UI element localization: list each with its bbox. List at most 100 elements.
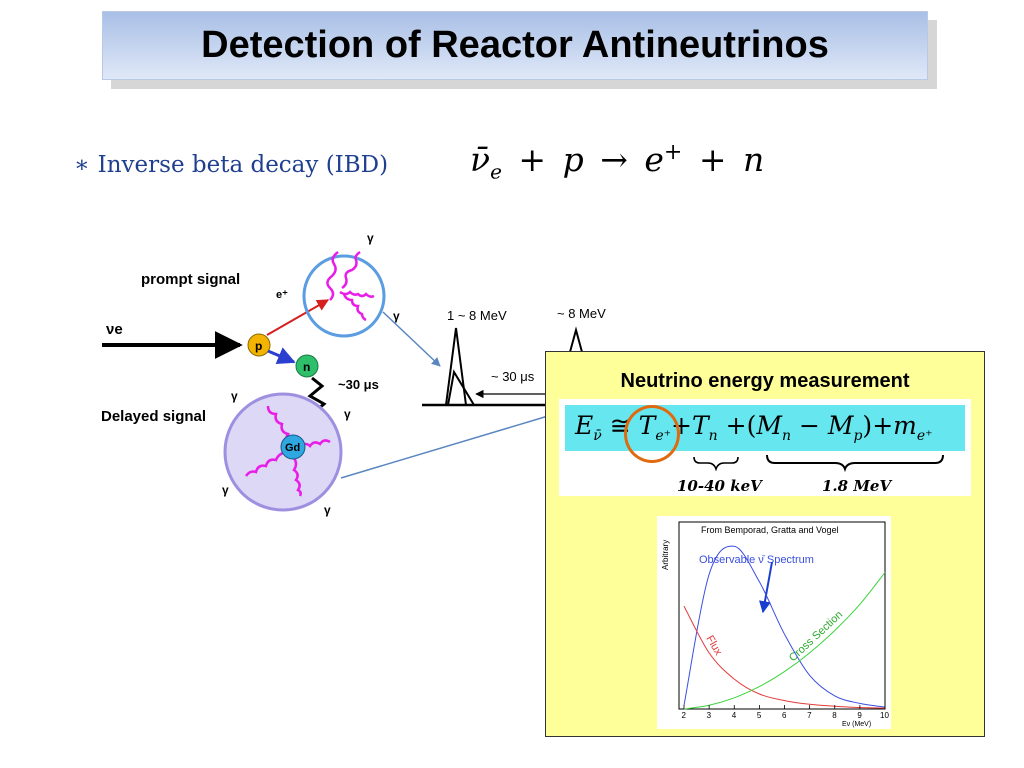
x-tick-label: 4 [732, 711, 737, 720]
prompt-pulse-inner [447, 369, 475, 406]
proton-circle [247, 333, 271, 357]
f-M2-sub: p [853, 428, 863, 444]
eq-plus-1: + [518, 140, 547, 179]
series-line-0 [683, 545, 886, 708]
x-tick-label: 7 [807, 711, 812, 720]
prompt-pulse [445, 327, 467, 406]
gamma-label-5: γ [222, 483, 229, 497]
series-label-flux: Flux [703, 634, 724, 658]
brace-neutron [693, 456, 739, 472]
x-tick-label: 8 [832, 711, 837, 720]
eq-n: n [742, 140, 765, 179]
series-line-1 [683, 605, 886, 709]
series-label-spectrum: Observable ν̄ Spectrum [699, 554, 814, 566]
eq-arrow: → [600, 140, 628, 179]
f-T2: T [691, 411, 709, 440]
delayed-gamma-ray-4 [299, 439, 331, 448]
prompt-gamma-ray-2 [341, 250, 361, 290]
neutron-circle [295, 354, 319, 378]
gamma-label-3: γ [231, 389, 238, 403]
brace-mass-label: 1.8 MeV [822, 477, 892, 495]
f-plus-2: + [725, 411, 747, 440]
spectrum-chart: From Bemporad, Gratta and Vogel Arbitrar… [661, 521, 889, 728]
delayed-gamma-ray-3 [292, 457, 302, 497]
neutron-path [305, 376, 333, 468]
panel-title: Neutrino energy measurement [620, 370, 910, 392]
f-E: E [575, 411, 594, 440]
positron-kinetic-highlight [624, 405, 680, 463]
series-label-cross-section: Cross Section [787, 609, 845, 664]
x-tick-label: 6 [782, 711, 787, 720]
x-tick-label: 5 [757, 711, 762, 720]
gamma-label-1: γ [367, 231, 374, 245]
f-m: m [893, 411, 917, 440]
delayed-connector-line [340, 415, 549, 479]
gamma-label-6: γ [324, 503, 331, 517]
neutron-label: n [303, 360, 310, 374]
gamma-label-4: γ [344, 407, 351, 421]
f-plus-3: + [872, 411, 894, 440]
energy-panel: Neutrino energy measurement Eν̄ ≅ Te⁺+Tn… [545, 351, 985, 737]
delayed-gamma-ray-2 [244, 450, 287, 477]
delayed-gamma-circle [223, 392, 343, 512]
f-M1: M [756, 411, 782, 440]
capture-time-label: ~30 μs [338, 377, 379, 392]
series-line-2 [683, 572, 886, 710]
delayed-gamma-ray-1 [266, 405, 291, 447]
positron-label: e⁺ [276, 289, 288, 301]
formula-braces [693, 454, 944, 473]
bullet-text: Inverse beta decay (IBD) [97, 152, 389, 178]
f-T2-sub: n [708, 428, 718, 444]
ibd-equation: ν̄e + p → e+ + n [470, 140, 764, 184]
gamma-label-2: γ [393, 309, 400, 323]
eq-e: e [644, 140, 664, 179]
delayed-energy-label: ~ 8 MeV [557, 306, 606, 321]
f-M2: M [827, 411, 854, 440]
f-M1-sub: n [781, 428, 791, 444]
interval-label: ~ 30 μs [491, 369, 535, 384]
prompt-energy-label: 1 ~ 8 MeV [447, 308, 507, 323]
prompt-gamma-ray-1 [326, 251, 339, 301]
chart-ylabel: Arbitrary [661, 540, 670, 570]
eq-p: p [562, 140, 584, 179]
eq-e-sup: + [663, 140, 683, 165]
slide-title: Detection of Reactor Antineutrinos [201, 24, 829, 66]
eq-nu-sub: e [490, 159, 502, 184]
x-tick-label: 9 [857, 711, 862, 720]
prompt-connector-line [382, 311, 441, 367]
positron-arrow [266, 299, 330, 336]
prompt-signal-label: prompt signal [141, 271, 240, 288]
prompt-gamma-ray-4 [342, 293, 367, 322]
proton-label: p [255, 339, 262, 353]
bullet-ibd: ∗ Inverse beta decay (IBD) [74, 152, 388, 178]
prompt-gamma-circle [302, 254, 386, 338]
chart-xlabel: Eν (MeV) [842, 721, 871, 728]
neutron-arrow [267, 347, 296, 364]
x-tick-label: 3 [707, 711, 712, 720]
brace-neutron-label: 10-40 keV [677, 477, 762, 495]
f-minus: − [798, 411, 820, 440]
eq-plus-2: + [698, 140, 727, 179]
gd-circle [280, 434, 306, 460]
delayed-pulse [569, 326, 583, 353]
brace-mass [766, 454, 944, 473]
prompt-gamma-ray-3 [339, 290, 375, 298]
gd-label: Gd [285, 442, 300, 454]
f-E-sub: ν̄ [593, 428, 602, 444]
neutrino-label: νe [106, 321, 123, 338]
x-tick-label: 10 [880, 711, 889, 720]
chart-title: From Bemporad, Gratta and Vogel [701, 525, 839, 535]
f-m-sub: e⁺ [916, 428, 933, 444]
spectrum-chart-card: From Bemporad, Gratta and Vogel Arbitrar… [657, 516, 891, 729]
chart-marks: 2 3 4 5 6 7 8 9 10 [682, 545, 889, 720]
spectrum-pointer-arrow [759, 561, 773, 614]
title-box: Detection of Reactor Antineutrinos [102, 11, 928, 80]
f-lparen: ( [746, 411, 757, 440]
bullet-marker: ∗ [74, 152, 90, 178]
delayed-signal-label: Delayed signal [101, 408, 206, 425]
plot-frame [678, 521, 886, 710]
x-tick-label: 2 [682, 711, 687, 720]
f-rparen: ) [862, 411, 873, 440]
formula-card: Eν̄ ≅ Te⁺+Tn +(Mn − Mp)+me⁺ 10-40 keV 1.… [559, 399, 971, 496]
eq-nu: ν̄ [470, 140, 491, 179]
